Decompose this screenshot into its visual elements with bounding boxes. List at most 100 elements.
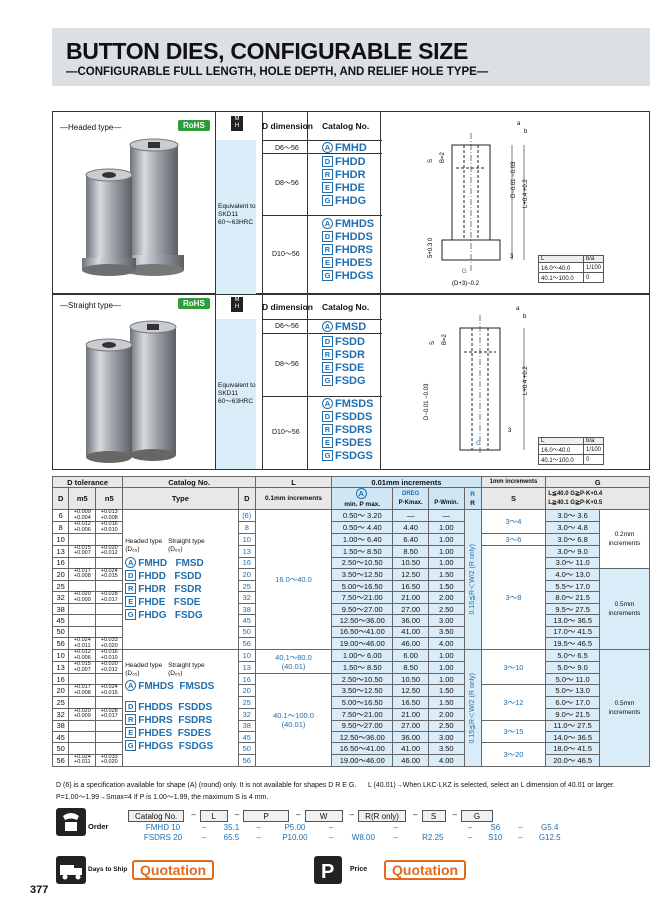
shape-g-icon: G	[322, 195, 333, 206]
type-straight-code: FMSD	[175, 557, 204, 569]
svg-text:S: S	[430, 341, 436, 345]
straight-d-col	[263, 295, 308, 469]
cell-pk: 41.00	[392, 625, 429, 639]
cell-minp: 12.50～36.00	[331, 614, 394, 627]
l2b: (40.01)	[281, 661, 306, 671]
divider	[262, 319, 382, 320]
catalog-header: Catalog No.	[322, 121, 370, 131]
dash: –	[202, 823, 207, 832]
cell-pk: 27.00	[392, 719, 429, 732]
order-col: P	[243, 810, 290, 822]
cell-minp: 1.50～ 8.50	[331, 544, 394, 558]
cell-m5	[68, 533, 97, 546]
cell-pk: 46.00	[392, 637, 429, 651]
order-example-row: FMHD 10–35.1–P5.00–––S6–G5.4	[128, 823, 573, 832]
catalog-code: FHDG	[335, 195, 367, 207]
order-col: Catalog No.	[128, 810, 185, 822]
cell-minp: 5.00～16.50	[331, 579, 394, 593]
order-col: R(R only)	[358, 810, 407, 822]
svg-text:5+0.3 0: 5+0.3 0	[428, 237, 434, 258]
ship-quotation-badge: Quotation	[132, 860, 215, 880]
catalog-code: FHDE	[335, 182, 365, 194]
cell-pw: 3.50	[427, 625, 465, 639]
cell-pk: 21.00	[392, 707, 429, 721]
cell-n5	[95, 742, 124, 755]
shape-g-icon: G	[125, 740, 137, 752]
cell-n5	[95, 533, 124, 546]
th-linc: 0.1mm increments	[254, 487, 333, 511]
cell-dc: 50	[237, 625, 256, 639]
type-straight-sub: (D₆₅)	[168, 670, 183, 678]
headed-d1: D6～56	[275, 145, 299, 152]
cell-g: 3.0～ 3.6	[545, 509, 600, 523]
cell-pw: 1.00	[427, 544, 465, 558]
cell-m5	[68, 696, 97, 709]
type-head-code: FHDDS	[138, 702, 173, 714]
cell-g: 3.0～ 6.8	[545, 533, 600, 546]
catalog-code: FHDRS	[335, 244, 373, 256]
dash: –	[467, 823, 473, 832]
type-straight-code: FMSDS	[179, 681, 215, 693]
cell-dc: 38	[237, 719, 256, 732]
order-value: 35.1	[223, 823, 240, 832]
catalog-code: FMSD	[335, 321, 367, 333]
order-col: L	[199, 810, 228, 822]
cell-g: 5.5～ 17.0	[545, 579, 600, 593]
catalog-code: FMHDS	[335, 218, 375, 230]
straight-cat-col	[308, 295, 381, 469]
cell-pw: 1.00	[427, 673, 465, 686]
cell-g: 11.0～ 27.5	[545, 719, 600, 732]
cell-n5: +0.028+0.017	[95, 591, 124, 605]
cell-m5	[68, 556, 97, 569]
th-pw: P·Wmin.	[427, 487, 465, 511]
divider	[262, 215, 382, 216]
cell-g: 4.0～ 13.0	[545, 567, 600, 581]
order-value: R2.25	[422, 833, 444, 842]
cell-dc: 16	[237, 673, 256, 686]
cell-d: 32	[51, 707, 70, 721]
cell-pw: 3.00	[427, 730, 465, 744]
th-inc: 0.01mm increments	[331, 475, 482, 489]
cell-dc: 32	[237, 591, 256, 605]
dash: –	[349, 810, 355, 819]
cell-m5	[68, 579, 97, 593]
cell-minp: 16.50～41.00	[331, 625, 394, 639]
truck-icon	[56, 856, 86, 884]
cell-pk: 8.50	[392, 544, 429, 558]
type-straight-code: FSDG	[174, 609, 203, 621]
cell-n5: +0.033+0.020	[95, 637, 124, 651]
